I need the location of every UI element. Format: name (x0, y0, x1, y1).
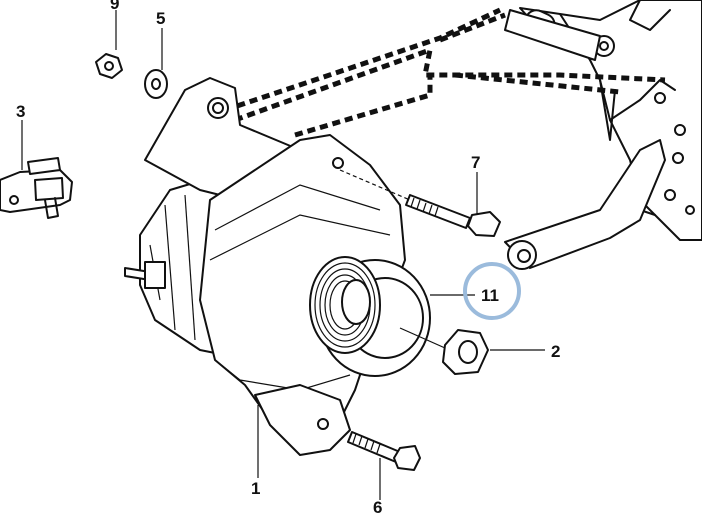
callout-7: 7 (471, 153, 480, 172)
callout-3: 3 (16, 102, 25, 121)
bolt-part-7 (339, 169, 501, 237)
callout-5: 5 (156, 9, 165, 28)
pulley-nut-part-2 (399, 327, 489, 375)
washer-part-5 (144, 69, 168, 99)
bolt-part-6 (347, 431, 421, 471)
callout-9: 9 (110, 0, 119, 13)
connector-part (0, 157, 73, 219)
assembly-dashed-lines (224, 7, 666, 138)
callout-6: 6 (373, 498, 382, 515)
callout-2: 2 (551, 342, 560, 361)
callout-1: 1 (251, 479, 260, 498)
alternator-body (124, 77, 431, 456)
adjusting-arm (504, 139, 666, 270)
highlight-ring (463, 262, 521, 320)
nut-part-9 (95, 53, 123, 79)
callout-11: 11 (481, 286, 499, 305)
leader-lines (21, 10, 545, 500)
